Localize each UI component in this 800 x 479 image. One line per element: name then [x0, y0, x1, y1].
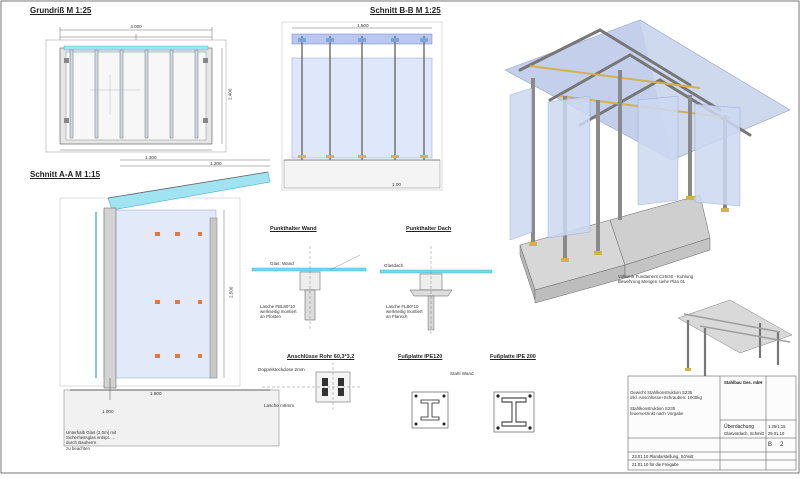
punkthalter-dach-title: Punkthalter Dach — [406, 226, 452, 232]
title-block-row1: 23.01.10 Plandarstellung, Schnitt — [632, 454, 694, 459]
fussplatte-ipe200-title: Fußplatte IPE 200 — [490, 354, 536, 360]
dim-aa-height: 2.500 — [228, 286, 234, 299]
label-lasche-anschluss: Lasche m8mm — [264, 403, 295, 408]
title-block-date: 25.01.10 — [768, 431, 785, 436]
note-laschen-wand: Lasche FBL80*10 werkseitig montiert an P… — [260, 304, 297, 320]
title-block-rev: B — [768, 442, 773, 448]
label-glas-dach: Glasdach — [384, 263, 404, 268]
punkthalter-wand-title: Punkthalter Wand — [270, 226, 317, 232]
title-block-project: Überdachung — [724, 424, 755, 430]
schnitt-bb-title: Schnitt B-B M 1:25 — [370, 6, 441, 15]
dim-bb-top: 1.500 — [357, 23, 369, 28]
iso-view-small — [677, 299, 793, 379]
anschluss-rohr-title: Anschlüsse Rohr 60,3*3,2 — [287, 354, 355, 360]
schnitt-bb — [281, 21, 443, 191]
fussplatte-ipe120-detail — [411, 391, 449, 429]
note-stahl: Stahlkonstruktion S235 feuerverzinkt nac… — [630, 406, 684, 417]
title-block-row2: 21.01.10 für die Freigabe — [632, 462, 679, 467]
title-block-location: Glasvordach, Schmitt — [724, 431, 764, 436]
punkthalter-dach-detail — [379, 246, 493, 335]
label-glas-wand: Glas: Wand — [270, 261, 294, 266]
note-gewicht: Gewicht Stahlkonstruktion S235 inkl. Ans… — [630, 390, 702, 401]
fussplatte-ipe200-detail — [493, 391, 535, 433]
note-fundament: Vollwerk Fundament C25/30 - Kuhlung Bewe… — [618, 274, 694, 285]
anschluss-rohr-detail — [262, 362, 360, 412]
dim-aa-top-b: 1.200 — [210, 161, 222, 166]
label-stahl-wand: Stahl Wand — [450, 371, 474, 376]
dim-grundriss-height: 2.400 — [227, 88, 233, 101]
dim-aa-top-a: 1.300 — [145, 155, 157, 160]
svg-text:4.000: 4.000 — [130, 24, 142, 29]
iso-view — [504, 19, 791, 304]
title-block-sheet: 2 — [780, 442, 784, 448]
dim-fuss-hoehe: 1.00 — [392, 182, 401, 187]
label-doppelsteckdose: Doppelsteckdose 2mm — [258, 367, 305, 372]
schnitt-aa-title: Schnitt A-A M 1:15 — [30, 170, 101, 179]
grundriss-title: Grundriß M 1:25 — [30, 6, 92, 15]
dim-aa-bottom: 1.800 — [150, 391, 162, 396]
schnitt-aa — [59, 159, 280, 447]
note-hinweise: Unterhalb Glas (2,0m) mit Sicherheitsgla… — [66, 430, 117, 451]
punkthalter-wand-detail — [251, 246, 367, 330]
fussplatte-ipe120-title: Fußplatte IPE120 — [398, 354, 443, 360]
title-block-frame — [627, 375, 797, 471]
grundriss-plan: 4.000 — [45, 24, 227, 153]
title-block-scale: 1:25/1:15 — [768, 424, 786, 429]
dim-aa-base: 1.000 — [102, 409, 114, 414]
title-block-company: Stahlbau Ges. mbH — [724, 380, 763, 385]
note-laschen-dach: Lasche FLB0*10 werkseitig montiert an Fl… — [386, 304, 423, 320]
